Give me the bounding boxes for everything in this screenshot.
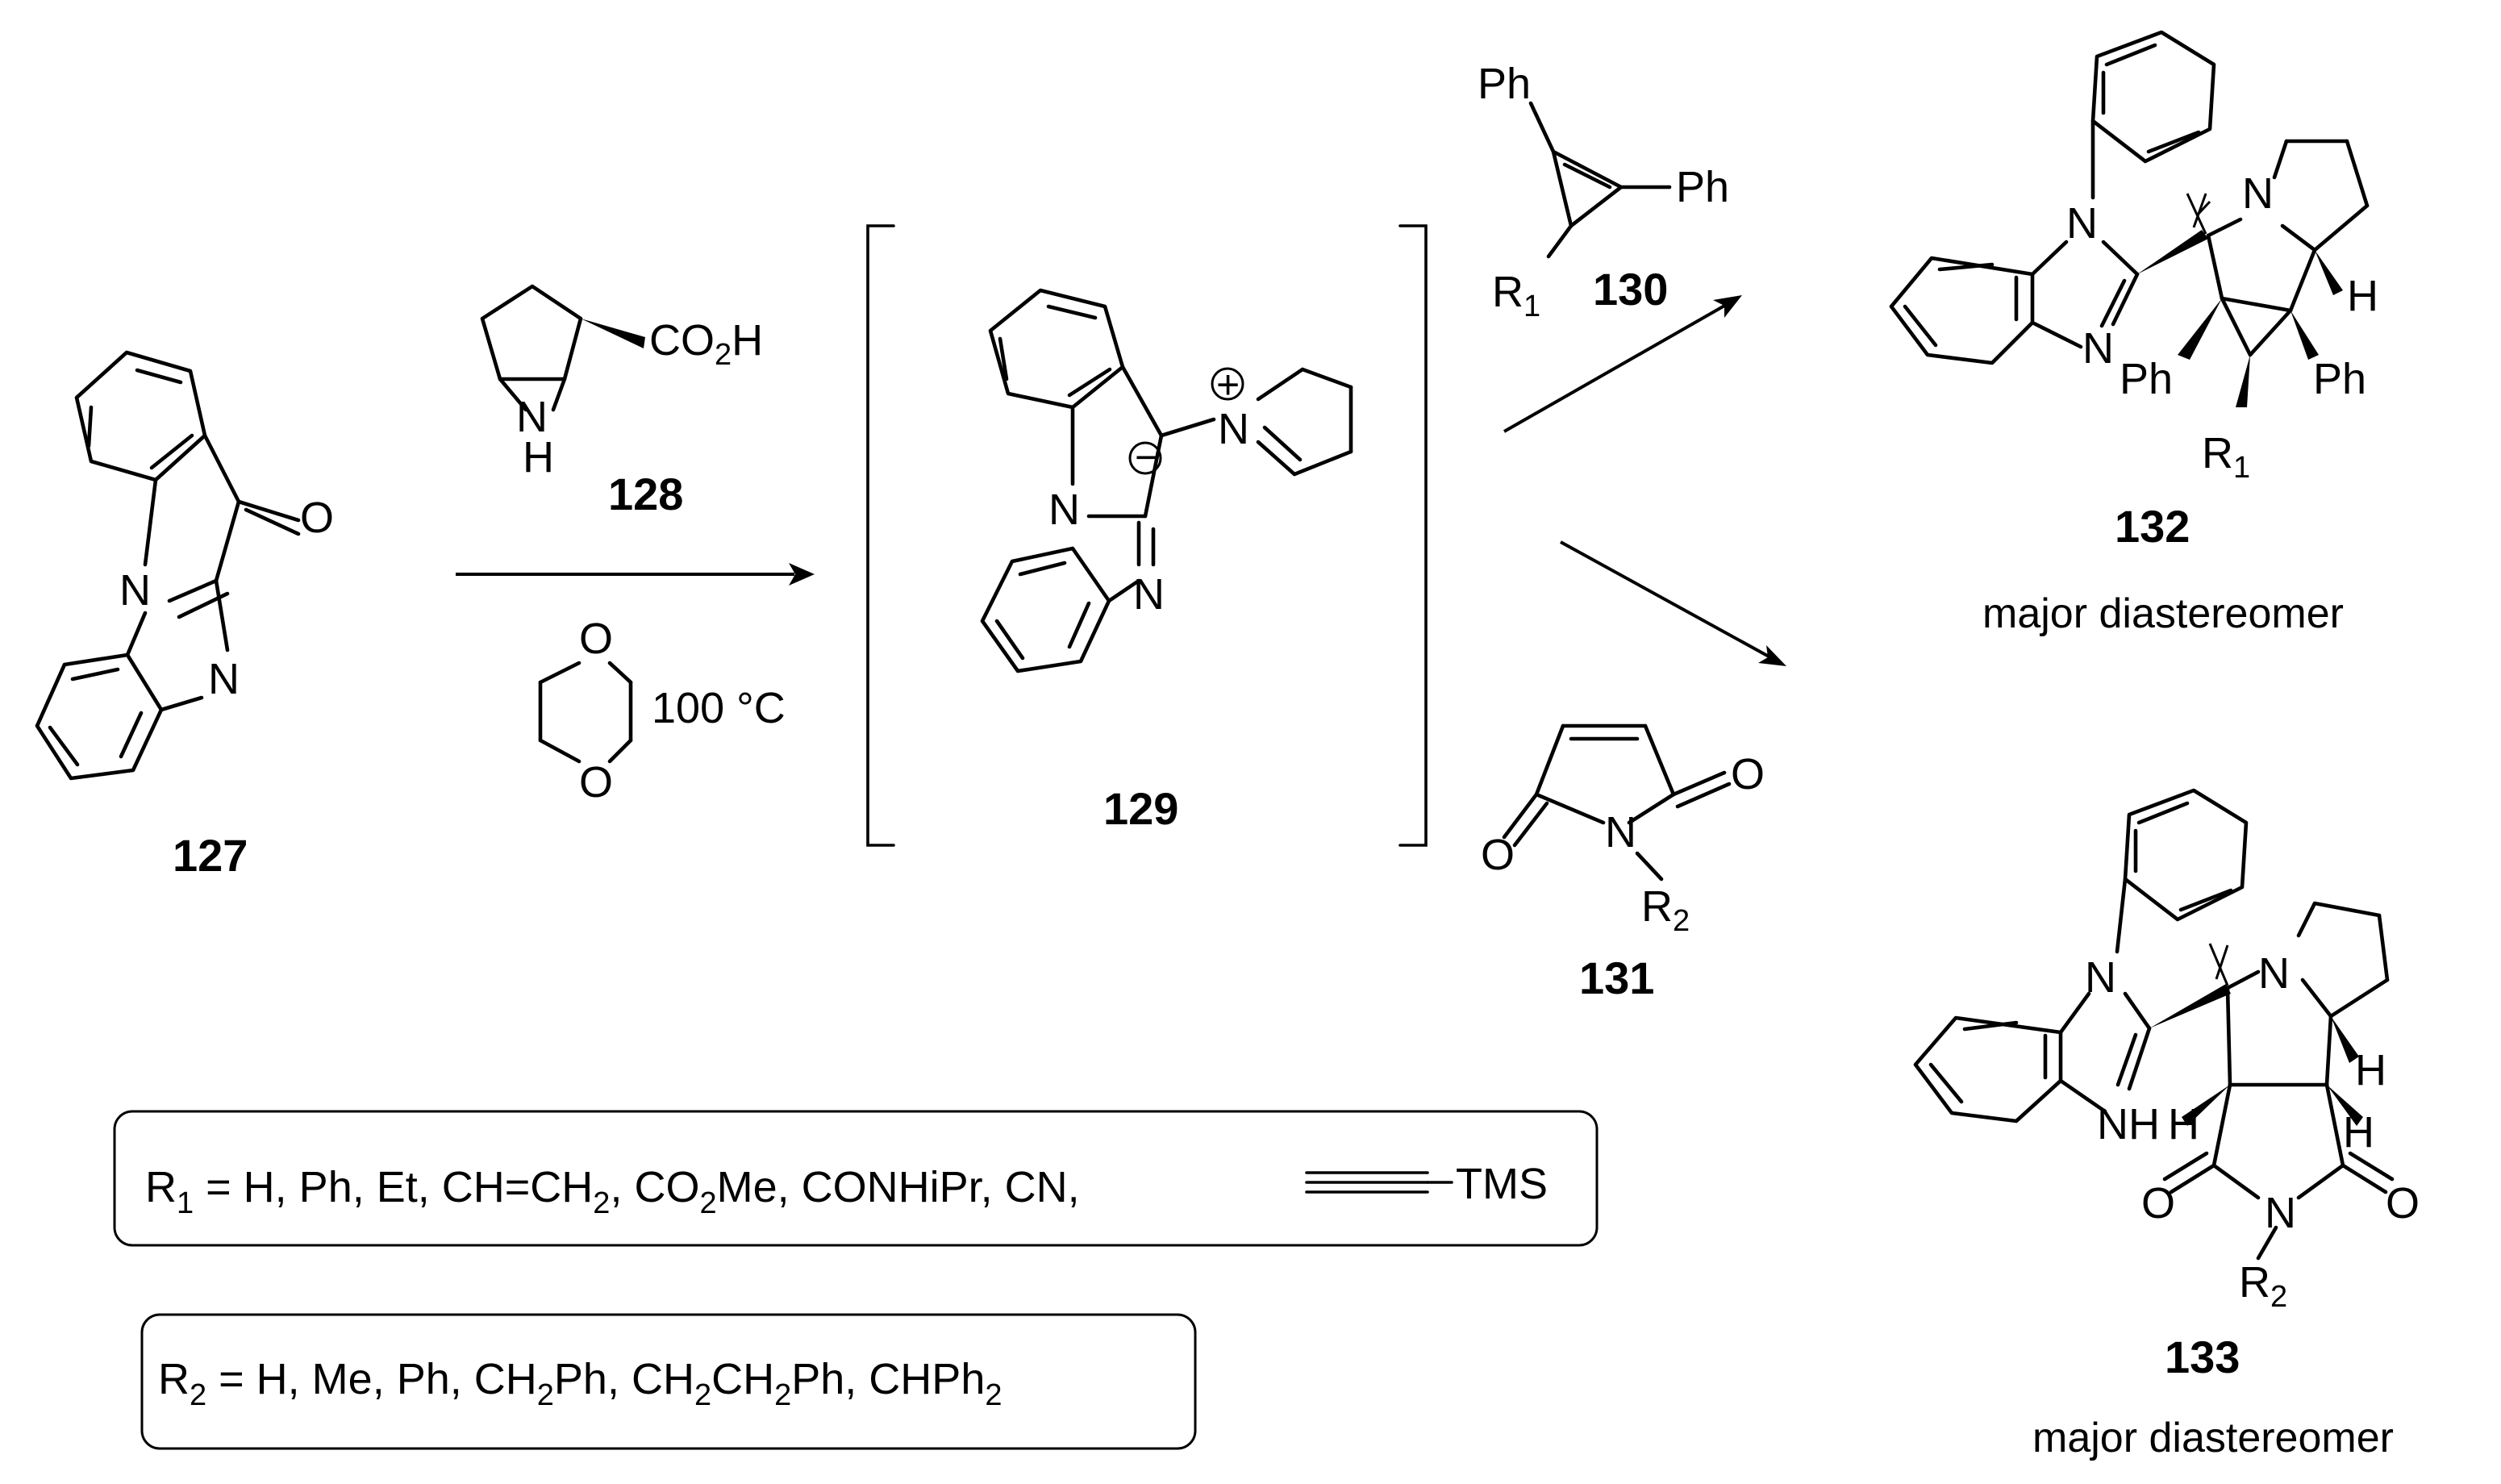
atom-o: O [2386,1179,2420,1228]
compound-133-structure: N N NH H H H O O N R2 [1913,788,2420,1314]
atom-n: N [1133,570,1165,619]
compound-label-129: 129 [1103,783,1178,834]
atom-h: H [2355,1046,2386,1094]
reaction-arrow-lower [1560,540,1786,666]
compound-label-128: 128 [608,469,683,519]
ph-group: Ph [1676,163,1729,211]
minus-charge: − [1135,435,1158,480]
temperature-condition: 100 °C [652,684,786,732]
atom-h: H [2347,272,2378,320]
atom-nh: NH [2097,1100,2160,1148]
compound-label-127: 127 [173,830,248,881]
atom-n: N [2085,953,2116,1002]
ph-group: Ph [2120,355,2173,403]
compound-label-131: 131 [1579,953,1654,1003]
atom-o: O [300,494,334,542]
dioxane-structure: O O [538,615,633,807]
tms-group: TMS [1456,1160,1548,1208]
compound-label-130: 130 [1593,264,1668,315]
atom-n: N [208,655,240,703]
atom-h: H [2168,1100,2199,1148]
r2-group: R2 [2239,1258,2287,1314]
compound-label-132: 132 [2115,501,2190,552]
co2h-group: CO2H [649,316,763,372]
atom-h: H [2343,1108,2374,1157]
r2-substituent-box: R2 = H, Me, Ph, CH2Ph, CH2CH2Ph, CHPh2 [140,1313,1197,1450]
atom-o: O [1481,831,1515,879]
caption-133: major diastereomer [2032,1415,2394,1461]
atom-o: O [579,758,613,807]
brackets-129 [866,224,1428,847]
plus-charge: + [1216,362,1240,407]
compound-130-structure: Ph Ph R1 [1478,60,1729,323]
compound-128-structure: N H CO2H [480,284,763,481]
atom-n: N [1605,808,1636,857]
compound-129-structure: N N N + − [980,288,1353,673]
atom-o: O [1731,750,1765,798]
r1-substituent-box: R1 = H, Ph, Et, CH=CH2, CO2Me, CONHiPr, … [113,1110,1599,1247]
r1-group: R1 [2202,429,2250,485]
atom-n-plus: N [1218,405,1249,453]
atom-n: N [1048,486,1080,534]
atom-n: N [2082,324,2114,373]
atom-nh: N [516,393,548,441]
compound-131-structure: O O N R2 [1481,723,1765,938]
compound-132-structure: N N N H Ph Ph R1 [1889,30,2378,485]
r1-definition: R1 = H, Ph, Et, CH=CH2, CO2Me, CONHiPr, … [145,1163,1080,1220]
reaction-arrow-upper [1503,295,1742,433]
ph-group: Ph [1478,60,1531,108]
atom-o: O [2141,1179,2175,1228]
r2-group: R2 [1641,882,1690,938]
atom-n: N [119,566,151,615]
compound-label-133: 133 [2165,1332,2240,1382]
ph-group: Ph [2313,355,2366,403]
caption-132: major diastereomer [1982,590,2344,637]
reaction-arrow-main [456,563,815,586]
atom-o: O [579,615,613,663]
compound-127-structure: N N O [35,350,334,781]
atom-n: N [2265,1189,2296,1237]
atom-n: N [2066,199,2098,248]
atom-n: N [2242,169,2274,218]
atom-n: N [2258,949,2290,998]
r2-definition: R2 = H, Me, Ph, CH2Ph, CH2CH2Ph, CHPh2 [158,1355,1002,1412]
r1-group: R1 [1492,268,1540,323]
atom-h: H [523,433,554,481]
